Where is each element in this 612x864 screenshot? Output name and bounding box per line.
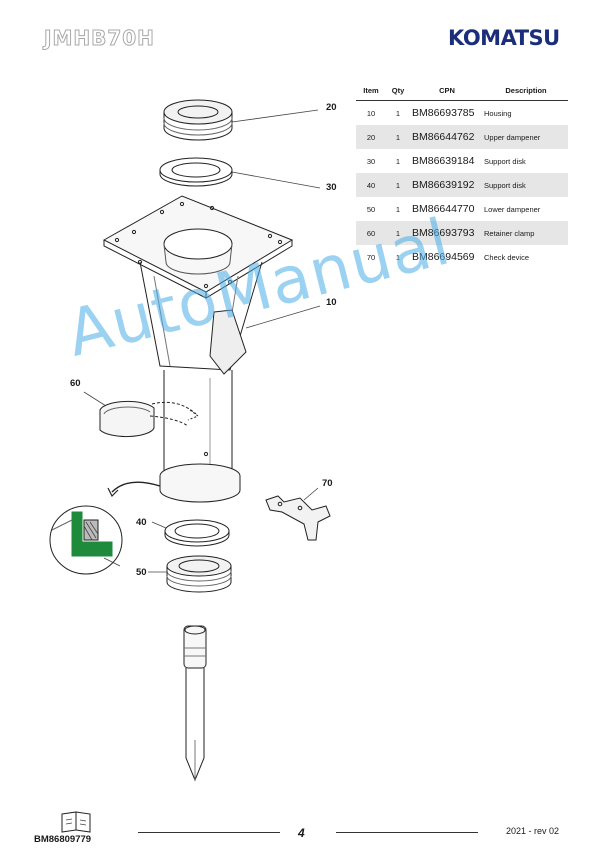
row-qty: 1 [386,221,410,245]
row-qty: 1 [386,125,410,149]
row-cpn: BM86639184 [412,155,475,167]
row-item: 20 [356,125,386,149]
row-cpn: BM86644770 [412,203,475,215]
row-description: Retainer clamp [484,221,568,245]
table-row: 30 1 BM86639184 Support disk [356,149,568,173]
callout-40: 40 [136,517,147,528]
page-number: 4 [298,826,305,840]
callout-60: 60 [70,378,81,389]
col-qty: Qty [386,84,410,101]
row-qty: 1 [386,173,410,197]
row-item: 40 [356,173,386,197]
row-item: 60 [356,221,386,245]
table-row: 70 1 BM86694569 Check device [356,245,568,269]
revision-label: 2021 - rev 02 [506,826,560,836]
row-cpn: BM86694569 [412,251,475,263]
row-description: Upper dampener [484,125,568,149]
row-description: Check device [484,252,530,262]
table-row: 40 1 BM86639192 Support disk [356,173,568,197]
table-row: 10 1 BM86693785 Housing [356,101,568,126]
col-description: Description [484,84,568,101]
row-cpn: BM86644762 [410,125,484,149]
row-cpn: BM86693793 [410,221,484,245]
brand-logo: KOMATSU [448,26,560,50]
col-cpn: CPN [410,84,484,101]
row-cpn: BM86639192 [410,173,484,197]
row-item: 70 [366,252,376,262]
footer-rule-left [138,832,280,833]
callout-10: 10 [326,297,337,308]
row-cpn: BM86693785 [412,107,475,119]
col-item: Item [356,84,386,101]
table-row: 50 1 BM86644770 Lower dampener [356,197,568,221]
row-qty: 1 [395,108,401,118]
upper-support-disk-drawing [159,157,233,187]
row-qty: 1 [395,252,401,262]
check-device-drawing [265,495,331,541]
table-row: 20 1 BM86644762 Upper dampener [356,125,568,149]
lower-support-disk-drawing [164,519,230,547]
callout-50: 50 [136,567,147,578]
row-description: Support disk [484,156,526,166]
manual-book-icon [61,811,91,833]
housing-drawing [102,195,294,503]
chisel-tool-drawing [183,625,207,782]
row-item: 10 [366,108,376,118]
upper-dampener-drawing [163,99,233,141]
callout-70: 70 [322,478,333,489]
table-row: 60 1 BM86693793 Retainer clamp [356,221,568,245]
model-logo: JMHB70H [44,26,155,51]
row-qty: 1 [395,156,401,166]
parts-table-header: Item Qty CPN Description [356,84,568,101]
row-item: 30 [366,156,376,166]
parts-table: Item Qty CPN Description 10 1 BM86693785… [356,84,568,269]
row-item: 50 [366,204,376,214]
retainer-clamp-drawing [99,400,200,438]
row-description: Support disk [484,173,568,197]
footer-rule-right [336,832,478,833]
callout-30: 30 [326,182,337,193]
row-qty: 1 [395,204,401,214]
row-description: Lower dampener [484,204,541,214]
callout-20: 20 [326,102,337,113]
seal-detail-inset [49,505,123,575]
row-description: Housing [484,108,512,118]
lower-dampener-drawing [166,555,232,593]
document-number: BM86809779 [34,834,92,845]
